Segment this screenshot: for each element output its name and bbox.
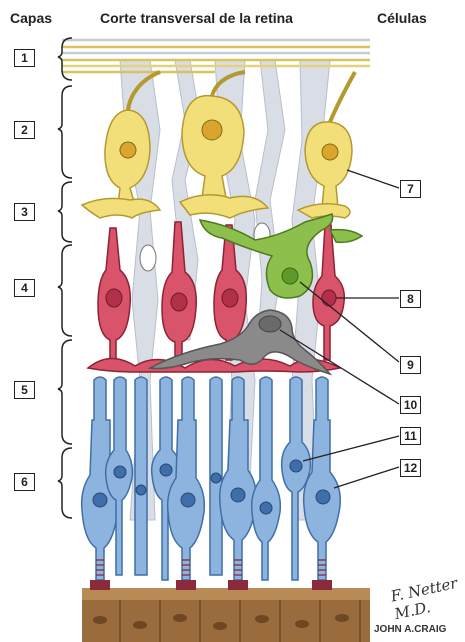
photoreceptor-cells: [82, 377, 341, 590]
layer-label-4: 4: [14, 279, 35, 297]
cell-label-10: 10: [400, 396, 421, 414]
layer-braces: [58, 38, 72, 518]
layer-label-5: 5: [14, 381, 35, 399]
layer-label-6: 6: [14, 473, 35, 491]
layer-label-1: 1: [14, 49, 35, 67]
cell-label-7: 7: [400, 180, 421, 198]
cell-label-8: 8: [400, 290, 421, 308]
cell-label-11: 11: [400, 427, 421, 445]
pigment-epithelium: [82, 588, 370, 642]
nerve-fiber-layer: [62, 40, 370, 72]
layer-label-2: 2: [14, 121, 35, 139]
cell-label-12: 12: [400, 459, 421, 477]
layer-label-3: 3: [14, 203, 35, 221]
cell-label-9: 9: [400, 356, 421, 374]
artist-credit: JOHN A.CRAIG: [374, 624, 446, 635]
